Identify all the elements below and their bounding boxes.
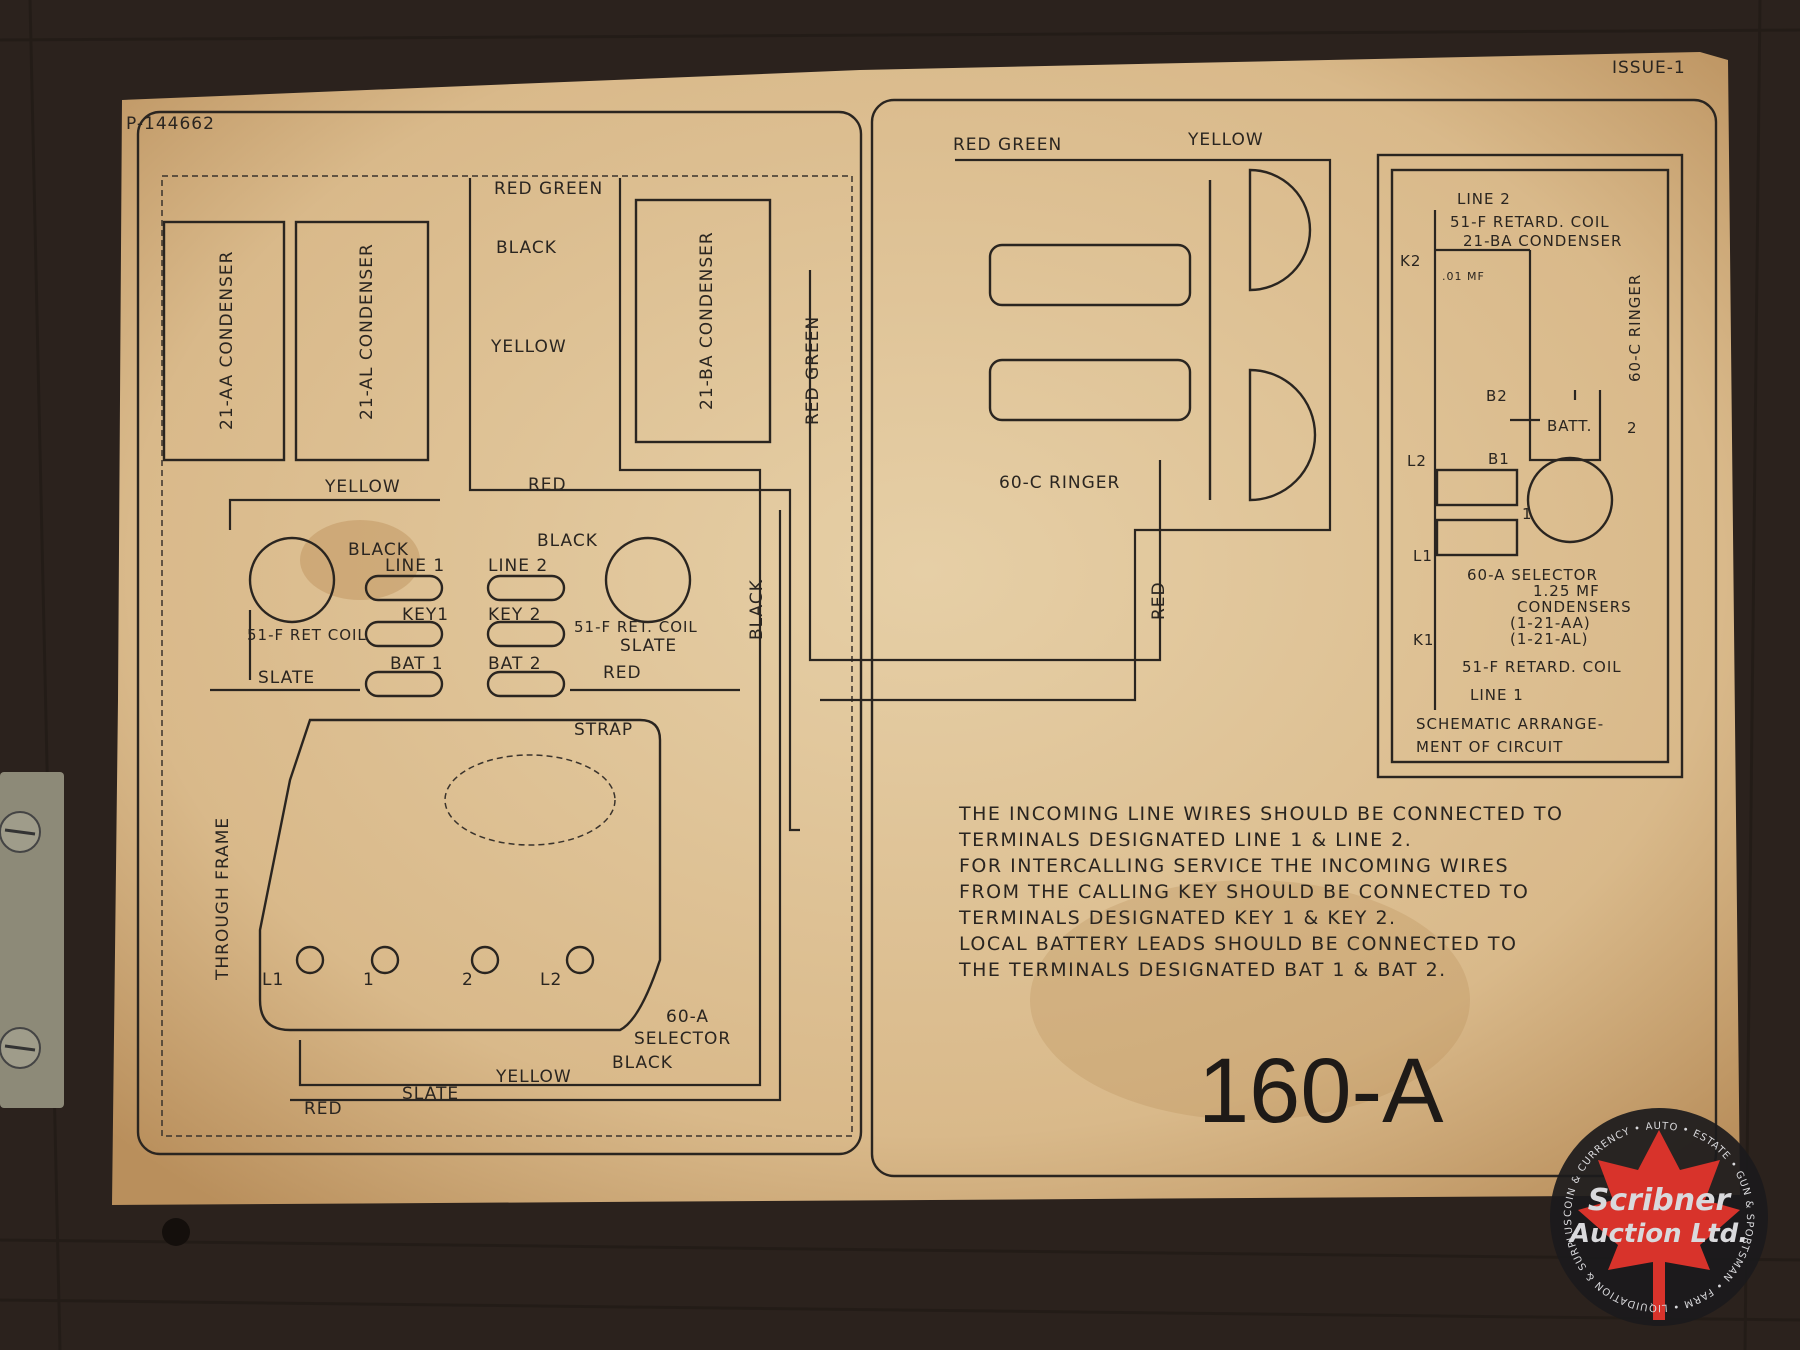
schematic-batt: BATT.: [1547, 417, 1592, 435]
stain: [300, 520, 420, 600]
wire-label-yellow-mid: YELLOW: [324, 477, 401, 497]
wire-label-red-vertical: RED: [1149, 581, 1169, 620]
selector-terminal-1: 1: [363, 970, 375, 990]
ringer-wire-yellow: YELLOW: [1187, 130, 1264, 150]
terminal-key2: KEY 2: [488, 605, 542, 625]
ringer-label: 60-C RINGER: [999, 473, 1120, 493]
schematic-node2: 2: [1627, 419, 1638, 437]
wire-label-slate-right: SLATE: [620, 636, 677, 656]
schematic-ringer: 60-C RINGER: [1626, 274, 1644, 382]
selector-label-name: SELECTOR: [634, 1029, 731, 1049]
bottom-wire-slate: SLATE: [402, 1084, 459, 1104]
schematic-retard-coil-top: 51-F RETARD. COIL: [1450, 213, 1610, 231]
instruction-line: FROM THE CALLING KEY SHOULD BE CONNECTED…: [959, 881, 1529, 903]
schematic-l2: L2: [1407, 452, 1427, 470]
hinge-plate: [0, 772, 64, 1108]
bottom-wire-red: RED: [304, 1099, 343, 1119]
condenser-21aa: [162, 220, 286, 462]
terminal-line2: LINE 2: [488, 556, 548, 576]
wire-label-black-vertical: BLACK: [747, 579, 767, 640]
ringer-60c: [988, 168, 1317, 502]
schematic-elements: [1433, 210, 1614, 710]
selector-60a: [258, 718, 662, 1032]
schematic-box: [1376, 153, 1684, 779]
logo-name-line2: Auction Ltd.: [1568, 1219, 1748, 1249]
selector-terminal-2: 2: [462, 970, 474, 990]
condenser-21ba: [634, 198, 772, 444]
schematic-cap-125: 1.25 MF: [1533, 582, 1600, 600]
schematic-retard-coil-bottom: 51-F RETARD. COIL: [1462, 658, 1622, 676]
instruction-line: FOR INTERCALLING SERVICE THE INCOMING WI…: [959, 855, 1509, 877]
instruction-line: THE INCOMING LINE WIRES SHOULD BE CONNEC…: [958, 803, 1563, 825]
wire-label-red-mid: RED: [528, 475, 567, 495]
schematic-title-2: MENT OF CIRCUIT: [1416, 738, 1563, 756]
wire-label-red-green: RED GREEN: [494, 179, 603, 199]
model-number: 160-A: [1198, 1040, 1444, 1142]
terminal-line1: LINE 1: [385, 556, 445, 576]
wire-label-black-left: BLACK: [348, 540, 409, 560]
instruction-line: LOCAL BATTERY LEADS SHOULD BE CONNECTED …: [959, 933, 1517, 955]
schematic-condensers: CONDENSERS: [1517, 598, 1632, 616]
left-panel-dashed: [161, 175, 853, 1137]
through-frame-label: THROUGH FRAME: [213, 817, 233, 981]
instruction-line: TERMINALS DESIGNATED LINE 1 & LINE 2.: [958, 829, 1412, 851]
screw-hole: [162, 1218, 190, 1246]
issue-label: ISSUE-1: [1612, 58, 1686, 78]
schematic-b1: B1: [1488, 450, 1510, 468]
schematic-k2: K2: [1400, 252, 1421, 270]
schematic-cond-aa: (1-21-AA): [1510, 614, 1591, 632]
schematic-line1: LINE 1: [1470, 686, 1524, 704]
instructions: THE INCOMING LINE WIRES SHOULD BE CONNEC…: [958, 803, 1563, 981]
schematic-b2: B2: [1486, 387, 1508, 405]
schematic-k1: K1: [1413, 631, 1434, 649]
right-panel-border: [870, 98, 1718, 1178]
wire-label-black: BLACK: [496, 238, 557, 258]
terminal-bat1: BAT 1: [390, 654, 444, 674]
condenser-21al-label: 21-AL CONDENSER: [357, 243, 377, 420]
instruction-line: TERMINALS DESIGNATED KEY 1 & KEY 2.: [958, 907, 1397, 929]
coil-label-left: 51-F RET COIL: [247, 626, 367, 644]
wires: [210, 158, 1332, 1102]
wire-label-yellow: YELLOW: [490, 337, 567, 357]
selector-terminal-l2: L2: [540, 970, 562, 990]
schematic-cond-al: (1-21-AL): [1510, 630, 1588, 648]
paper-sheet: [112, 52, 1740, 1205]
schematic-condenser-top: 21-BA CONDENSER: [1463, 232, 1622, 250]
schematic-line2: LINE 2: [1457, 190, 1511, 208]
schematic-selector: 60-A SELECTOR: [1467, 566, 1598, 584]
condenser-21ba-label: 21-BA CONDENSER: [697, 231, 717, 410]
wire-label-black-right: BLACK: [537, 531, 598, 551]
wire-label-slate-left: SLATE: [258, 668, 315, 688]
terminal-strips: [248, 536, 692, 698]
bottom-wire-black: BLACK: [612, 1053, 673, 1073]
drawing-number: P-144662: [126, 114, 215, 134]
schematic-l1: L1: [1413, 547, 1433, 565]
condenser-21al: [294, 220, 430, 462]
coil-label-right: 51-F RET. COIL: [574, 618, 698, 636]
wire-label-red-right: RED: [603, 663, 642, 683]
schematic-inner-box: [1390, 168, 1670, 764]
bottom-wire-yellow: YELLOW: [495, 1067, 572, 1087]
schematic-title-1: SCHEMATIC ARRANGE-: [1416, 715, 1604, 733]
stain: [1030, 880, 1470, 1120]
schematic-node1: 1: [1522, 505, 1533, 523]
left-panel-border: [136, 110, 863, 1156]
instruction-line: THE TERMINALS DESIGNATED BAT 1 & BAT 2.: [958, 959, 1447, 981]
logo-name-line1: Scribner: [1588, 1183, 1733, 1218]
wire-label-red-green-vertical: RED GREEN: [803, 316, 823, 425]
schematic-cap-value: .01 MF: [1442, 270, 1485, 283]
strap-label: STRAP: [574, 720, 633, 740]
terminal-key1: KEY1: [402, 605, 449, 625]
ringer-wire-red-green: RED GREEN: [953, 135, 1062, 155]
condenser-21aa-label: 21-AA CONDENSER: [217, 251, 237, 430]
selector-terminal-l1: L1: [262, 970, 284, 990]
selector-label-model: 60-A: [666, 1007, 709, 1027]
terminal-bat2: BAT 2: [488, 654, 542, 674]
